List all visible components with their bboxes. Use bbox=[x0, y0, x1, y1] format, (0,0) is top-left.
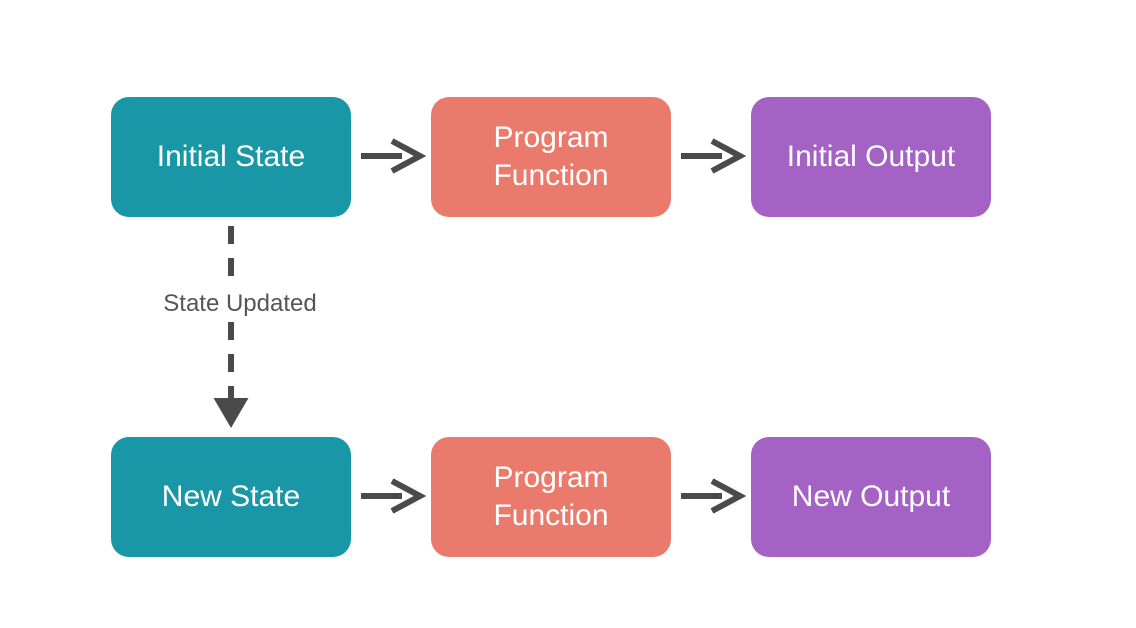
node-initial-output-label: Initial Output bbox=[786, 140, 956, 173]
node-program-function-bottom-label: Program Function bbox=[493, 461, 609, 532]
node-program-function-top: Program Function bbox=[431, 97, 671, 217]
dashed-arrow-state-updated bbox=[213, 226, 249, 428]
arrow-function-to-new-output bbox=[681, 478, 747, 514]
arrow-new-state-to-function bbox=[361, 478, 427, 514]
node-initial-state-label: Initial State bbox=[156, 140, 306, 173]
node-new-state-label: New State bbox=[161, 480, 301, 513]
state-updated-label: State Updated bbox=[130, 286, 350, 322]
node-new-output-label: New Output bbox=[791, 480, 951, 513]
node-new-state: New State bbox=[111, 437, 351, 557]
node-initial-output: Initial Output bbox=[751, 97, 991, 217]
arrow-initial-state-to-function bbox=[361, 138, 427, 174]
node-initial-state: Initial State bbox=[111, 97, 351, 217]
arrow-function-to-initial-output bbox=[681, 138, 747, 174]
node-new-output: New Output bbox=[751, 437, 991, 557]
node-program-function-bottom: Program Function bbox=[431, 437, 671, 557]
node-program-function-top-label: Program Function bbox=[493, 121, 609, 192]
